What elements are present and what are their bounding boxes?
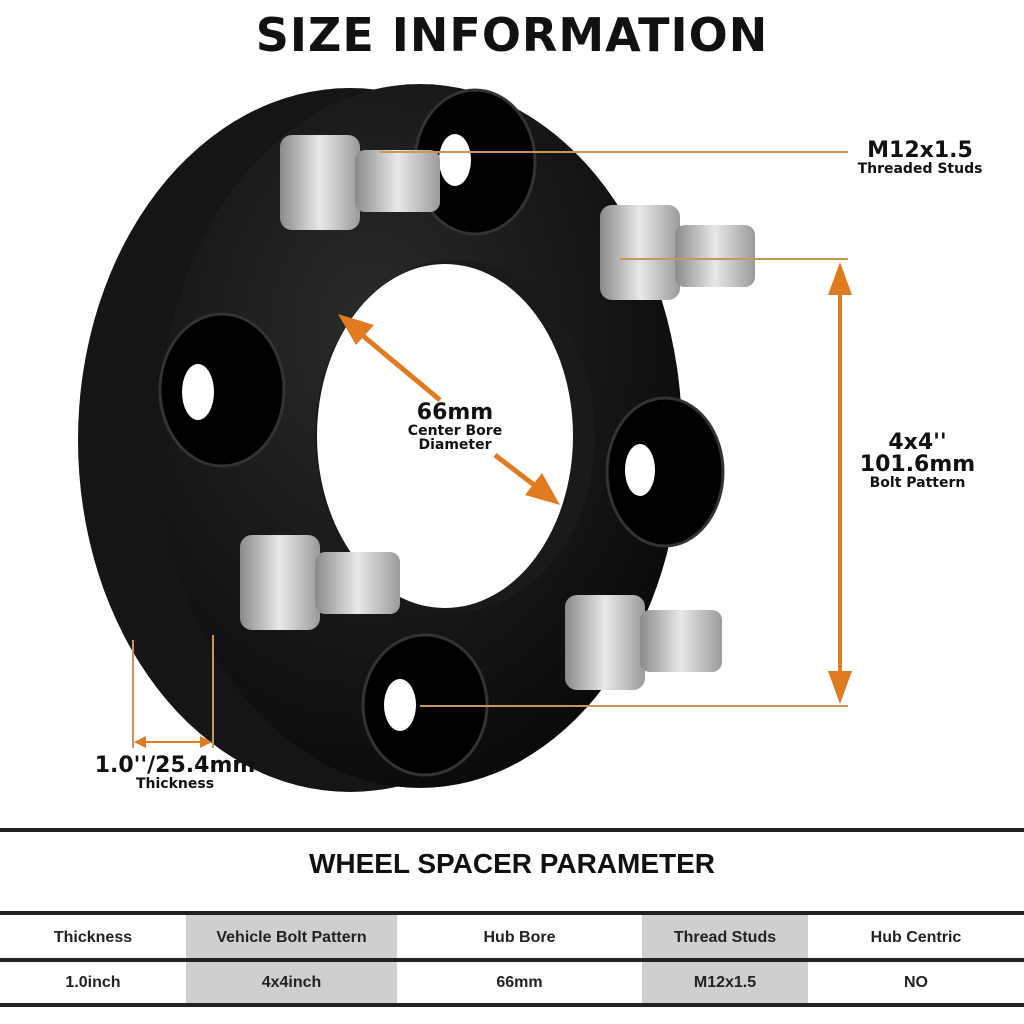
parameter-title: WHEEL SPACER PARAMETER bbox=[308, 848, 716, 879]
center-bore-annotation: 66mm Center Bore Diameter bbox=[390, 400, 520, 453]
header-thread-studs: Thread Studs bbox=[642, 915, 808, 960]
thickness-value: 1.0''/25.4mm bbox=[94, 753, 256, 778]
divider bbox=[0, 958, 1024, 962]
bolt-pattern-inches: 4x4'' bbox=[888, 430, 947, 455]
wheel-spacer-illustration bbox=[78, 84, 852, 792]
divider bbox=[0, 828, 1024, 832]
dimension-arrows bbox=[134, 262, 852, 748]
center-bore-label-2: Diameter bbox=[418, 437, 492, 453]
center-bore-value: 66mm bbox=[416, 400, 494, 425]
value-hub-bore: 66mm bbox=[496, 974, 543, 991]
header-hub-centric: Hub Centric bbox=[870, 928, 962, 946]
studs bbox=[240, 135, 755, 690]
center-bore-label: Center Bore bbox=[407, 423, 503, 439]
thickness-annotation: 1.0''/25.4mm Thickness bbox=[80, 753, 270, 792]
header-thickness: Thickness bbox=[53, 928, 133, 946]
bolt-pattern-mm: 101.6mm bbox=[859, 452, 976, 477]
header-hub-bore: Hub Bore bbox=[483, 928, 556, 946]
value-hub-centric: NO bbox=[904, 974, 928, 991]
thickness-label: Thickness bbox=[135, 776, 215, 792]
divider bbox=[0, 1003, 1024, 1007]
threaded-studs-annotation: M12x1.5 Threaded Studs bbox=[840, 138, 1000, 177]
page-title: SIZE INFORMATION bbox=[255, 8, 769, 62]
bolt-holes bbox=[158, 88, 725, 777]
value-thread-studs: M12x1.5 bbox=[642, 962, 808, 1004]
bolt-pattern-annotation: 4x4'' 101.6mm Bolt Pattern bbox=[850, 430, 985, 491]
studs-value: M12x1.5 bbox=[867, 138, 973, 163]
header-bolt-pattern: Vehicle Bolt Pattern bbox=[186, 915, 397, 960]
annotation-lines bbox=[132, 151, 848, 748]
bolt-pattern-label: Bolt Pattern bbox=[869, 475, 966, 491]
studs-label: Threaded Studs bbox=[857, 161, 983, 177]
divider bbox=[0, 911, 1024, 915]
value-bolt-pattern: 4x4inch bbox=[186, 962, 397, 1004]
parameter-value-row: 1.0inch 4x4inch 66mm M12x1.5 NO bbox=[0, 962, 1024, 1004]
value-thickness: 1.0inch bbox=[65, 974, 121, 991]
parameter-header-row: Thickness Vehicle Bolt Pattern Hub Bore … bbox=[0, 915, 1024, 960]
